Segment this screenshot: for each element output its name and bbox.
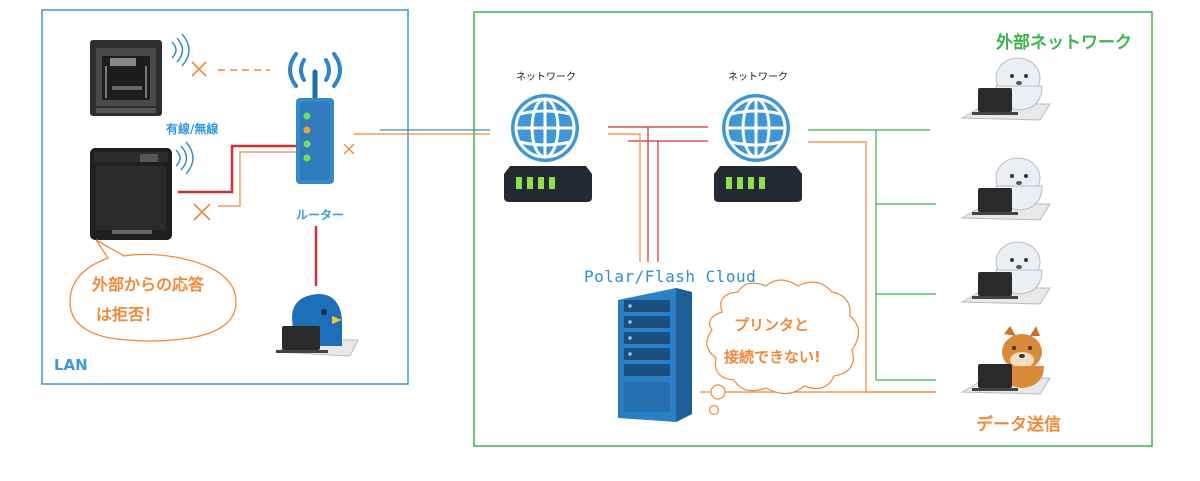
network1-globe-icon [511, 94, 579, 162]
external-user1-seal-icon [960, 57, 1051, 121]
network2-modem-icon [714, 166, 802, 202]
thought-bubble [706, 279, 860, 416]
blocked-x-icon-2 [193, 203, 211, 221]
thought-bubble-line2: 接続できない! [724, 348, 821, 366]
cloud-link-orange [608, 133, 641, 262]
lan-user-pc-icon [274, 294, 359, 357]
blocked-x-icon-3 [343, 143, 355, 155]
lan-label: LAN [54, 356, 88, 374]
router-icon [288, 52, 342, 184]
external-user2-seal-icon [960, 157, 1051, 221]
printer1-wifi-icon [171, 33, 190, 67]
speech-bubble-line2: は拒否！ [96, 305, 161, 324]
wired-wireless-label: 有線/無線 [166, 122, 219, 136]
lan-box [41, 9, 409, 385]
network1-modem-icon [504, 166, 592, 202]
data-send-label: データ送信 [976, 415, 1061, 435]
network2-globe-icon [722, 94, 790, 162]
speech-bubble-line1: 外部からの応答 [92, 275, 205, 294]
printer1-icon [90, 40, 162, 116]
router-label: ルーター [296, 208, 345, 222]
thought-bubble-line1: プリンタと [734, 316, 810, 334]
cloud-server-icon [618, 288, 692, 422]
wireless-link-printer-router [218, 151, 302, 207]
printer2-icon [90, 148, 172, 240]
wired-link-printer-router [178, 144, 300, 194]
cloud-label: Polar/Flash Cloud [584, 267, 757, 286]
external-network-label: 外部ネットワーク [996, 33, 1132, 53]
blocked-x-icon-1 [191, 61, 207, 77]
network2-label: ネットワーク [728, 72, 788, 83]
external-user4-dog-icon [960, 326, 1051, 395]
network1-label: ネットワーク [516, 72, 576, 83]
speech-bubble [69, 239, 237, 342]
external-network-box [473, 11, 1153, 447]
printer2-wifi-icon [175, 141, 194, 175]
external-user3-seal-icon [960, 241, 1051, 305]
